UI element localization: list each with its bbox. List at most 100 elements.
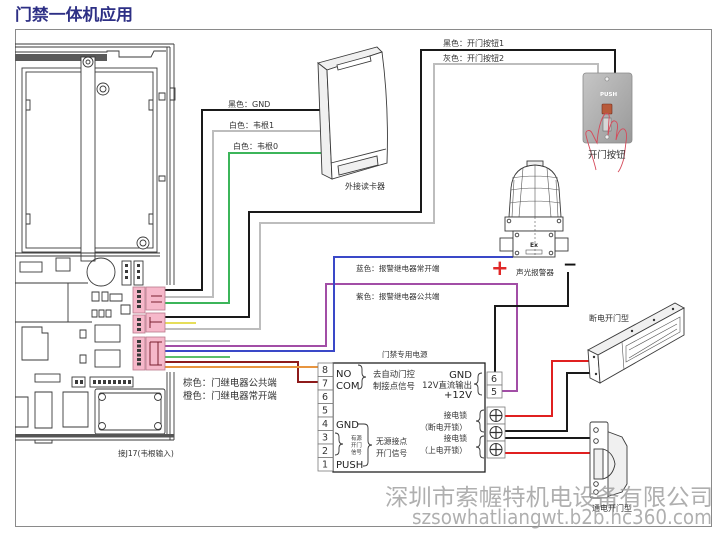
header-pins [137,290,141,308]
passive-signal-description: 开门信号 [376,448,407,458]
lock-output-label: 接电锁 [444,410,468,420]
alarm-right-gland [554,237,569,252]
input-gnd-label: GND [336,420,359,431]
case-top-band [15,54,107,61]
bolt-icon [548,250,554,256]
screw-icon [82,56,94,68]
case-right-edge [166,44,175,440]
sound-light-alarm: Ex + − [491,160,577,280]
maglock-armature-slot [621,316,681,371]
header-pins [137,340,141,366]
screw-icon [139,239,147,247]
terminal-number: 5 [491,387,497,398]
magnetic-lock-device [587,302,685,384]
pcb-chip [34,373,61,383]
case-mount-plate-inner [98,392,162,431]
maglock-front-face [597,307,685,384]
brace-icon [334,432,344,456]
left-terminal-block: 8 7 6 5 4 3 2 1 [317,362,334,472]
pcb-pin-header [133,260,144,286]
active-signal-description: 开门 [351,441,362,449]
screw-icon [98,393,106,401]
wire-door-relay-common [165,361,318,383]
case-top-notch [15,50,166,58]
screw-icon [99,85,107,93]
screw-icon [593,489,599,495]
watermark-company-name: 深圳市索幄特机电设备有限公司 [385,485,713,511]
case-bottom-lip [15,439,174,444]
screw-icon [85,59,91,65]
wire-reader-gnd [165,109,321,291]
pcb-pin-header [71,376,86,388]
strike-keeper [602,448,616,480]
plug-1 [145,286,166,311]
maglock-screw-icon [671,307,675,311]
lock-output-terminal [486,440,506,459]
exit-button-face-text: PUSH [600,92,617,98]
screw-terminal-icon [490,409,502,422]
wire-label-reader-gnd: 黑色：GND [228,99,270,109]
exit-button-slot [602,117,612,132]
terminal-number: 4 [322,419,328,430]
pcb-pin-header [121,260,132,286]
wire-reader-wiegand0 [165,152,321,304]
terminal-number: 6 [491,374,497,385]
screw-icon [154,422,162,430]
alarm-nameplate [525,249,543,255]
terminal-number: 7 [322,379,328,390]
screw-terminal-icon [490,426,502,439]
bolt-icon [506,218,512,224]
strike-lock-label: 通电开门型 [592,503,632,513]
lock-output-mode: （断电开锁） [420,422,467,432]
terminal-number: 8 [322,365,328,376]
header-pins [75,380,131,384]
alarm-positive-sign: + [491,256,509,280]
maglock-label: 断电开门型 [589,313,629,323]
power-supply-box [332,362,486,473]
pcb-relay [94,349,121,368]
power-supply-title: 门禁专用电源 [382,349,428,359]
maglock-screw-icon [592,355,596,359]
lock-output-label: 接电锁 [444,433,468,443]
relay-no-label: NO [336,369,351,380]
terminal-number: 6 [322,392,328,403]
wire-label-reader-wiegand1: 白色：韦根1 [229,120,274,130]
header-pins [125,264,140,279]
card-reader-device [317,46,388,180]
terminal-number: 1 [322,460,328,471]
lock-output-terminal [486,406,506,425]
alarm-label: 声光报警器 [516,267,554,277]
mounting-strap [80,56,96,262]
plug-wire-marks [149,341,162,366]
screw-hole-icon [604,76,610,82]
screw-icon [98,422,106,430]
pcb-component [55,257,71,272]
pcb-outline [15,282,92,323]
brace-icon [475,435,485,459]
wire-label-door-relay-common: 棕色：门继电器公共端 [183,377,277,389]
page-title: 门禁一体机应用 [15,5,133,24]
pcb-component [19,261,43,273]
bolt-icon [514,250,520,256]
wire-alarm-negative [494,272,569,372]
cover-bottom-edge [15,252,160,257]
screw-terminal-icon [490,443,502,456]
reader-window [337,155,379,176]
case-top-edge [15,43,174,48]
exit-button-key [601,103,613,115]
wire-label-reader-wiegand0: 白色：韦根0 [233,141,278,151]
maglock-screw-icon [594,372,598,376]
wiring [165,49,616,454]
screw-icon [96,82,110,96]
watermark-url: szsowhatliangwt.b2b.hc360.com [412,505,712,529]
case-bottom-edge [15,434,174,438]
pcb-card-slot [21,326,49,361]
alarm-cage [509,165,561,218]
card-reader-label: 外接读卡器 [345,181,385,191]
active-signal-description: 信号 [351,448,362,456]
screw-icon [154,393,162,401]
active-signal-description: 有源 [351,434,362,442]
screw-hole-icon [604,134,610,140]
pcb-pin-header [89,376,134,388]
